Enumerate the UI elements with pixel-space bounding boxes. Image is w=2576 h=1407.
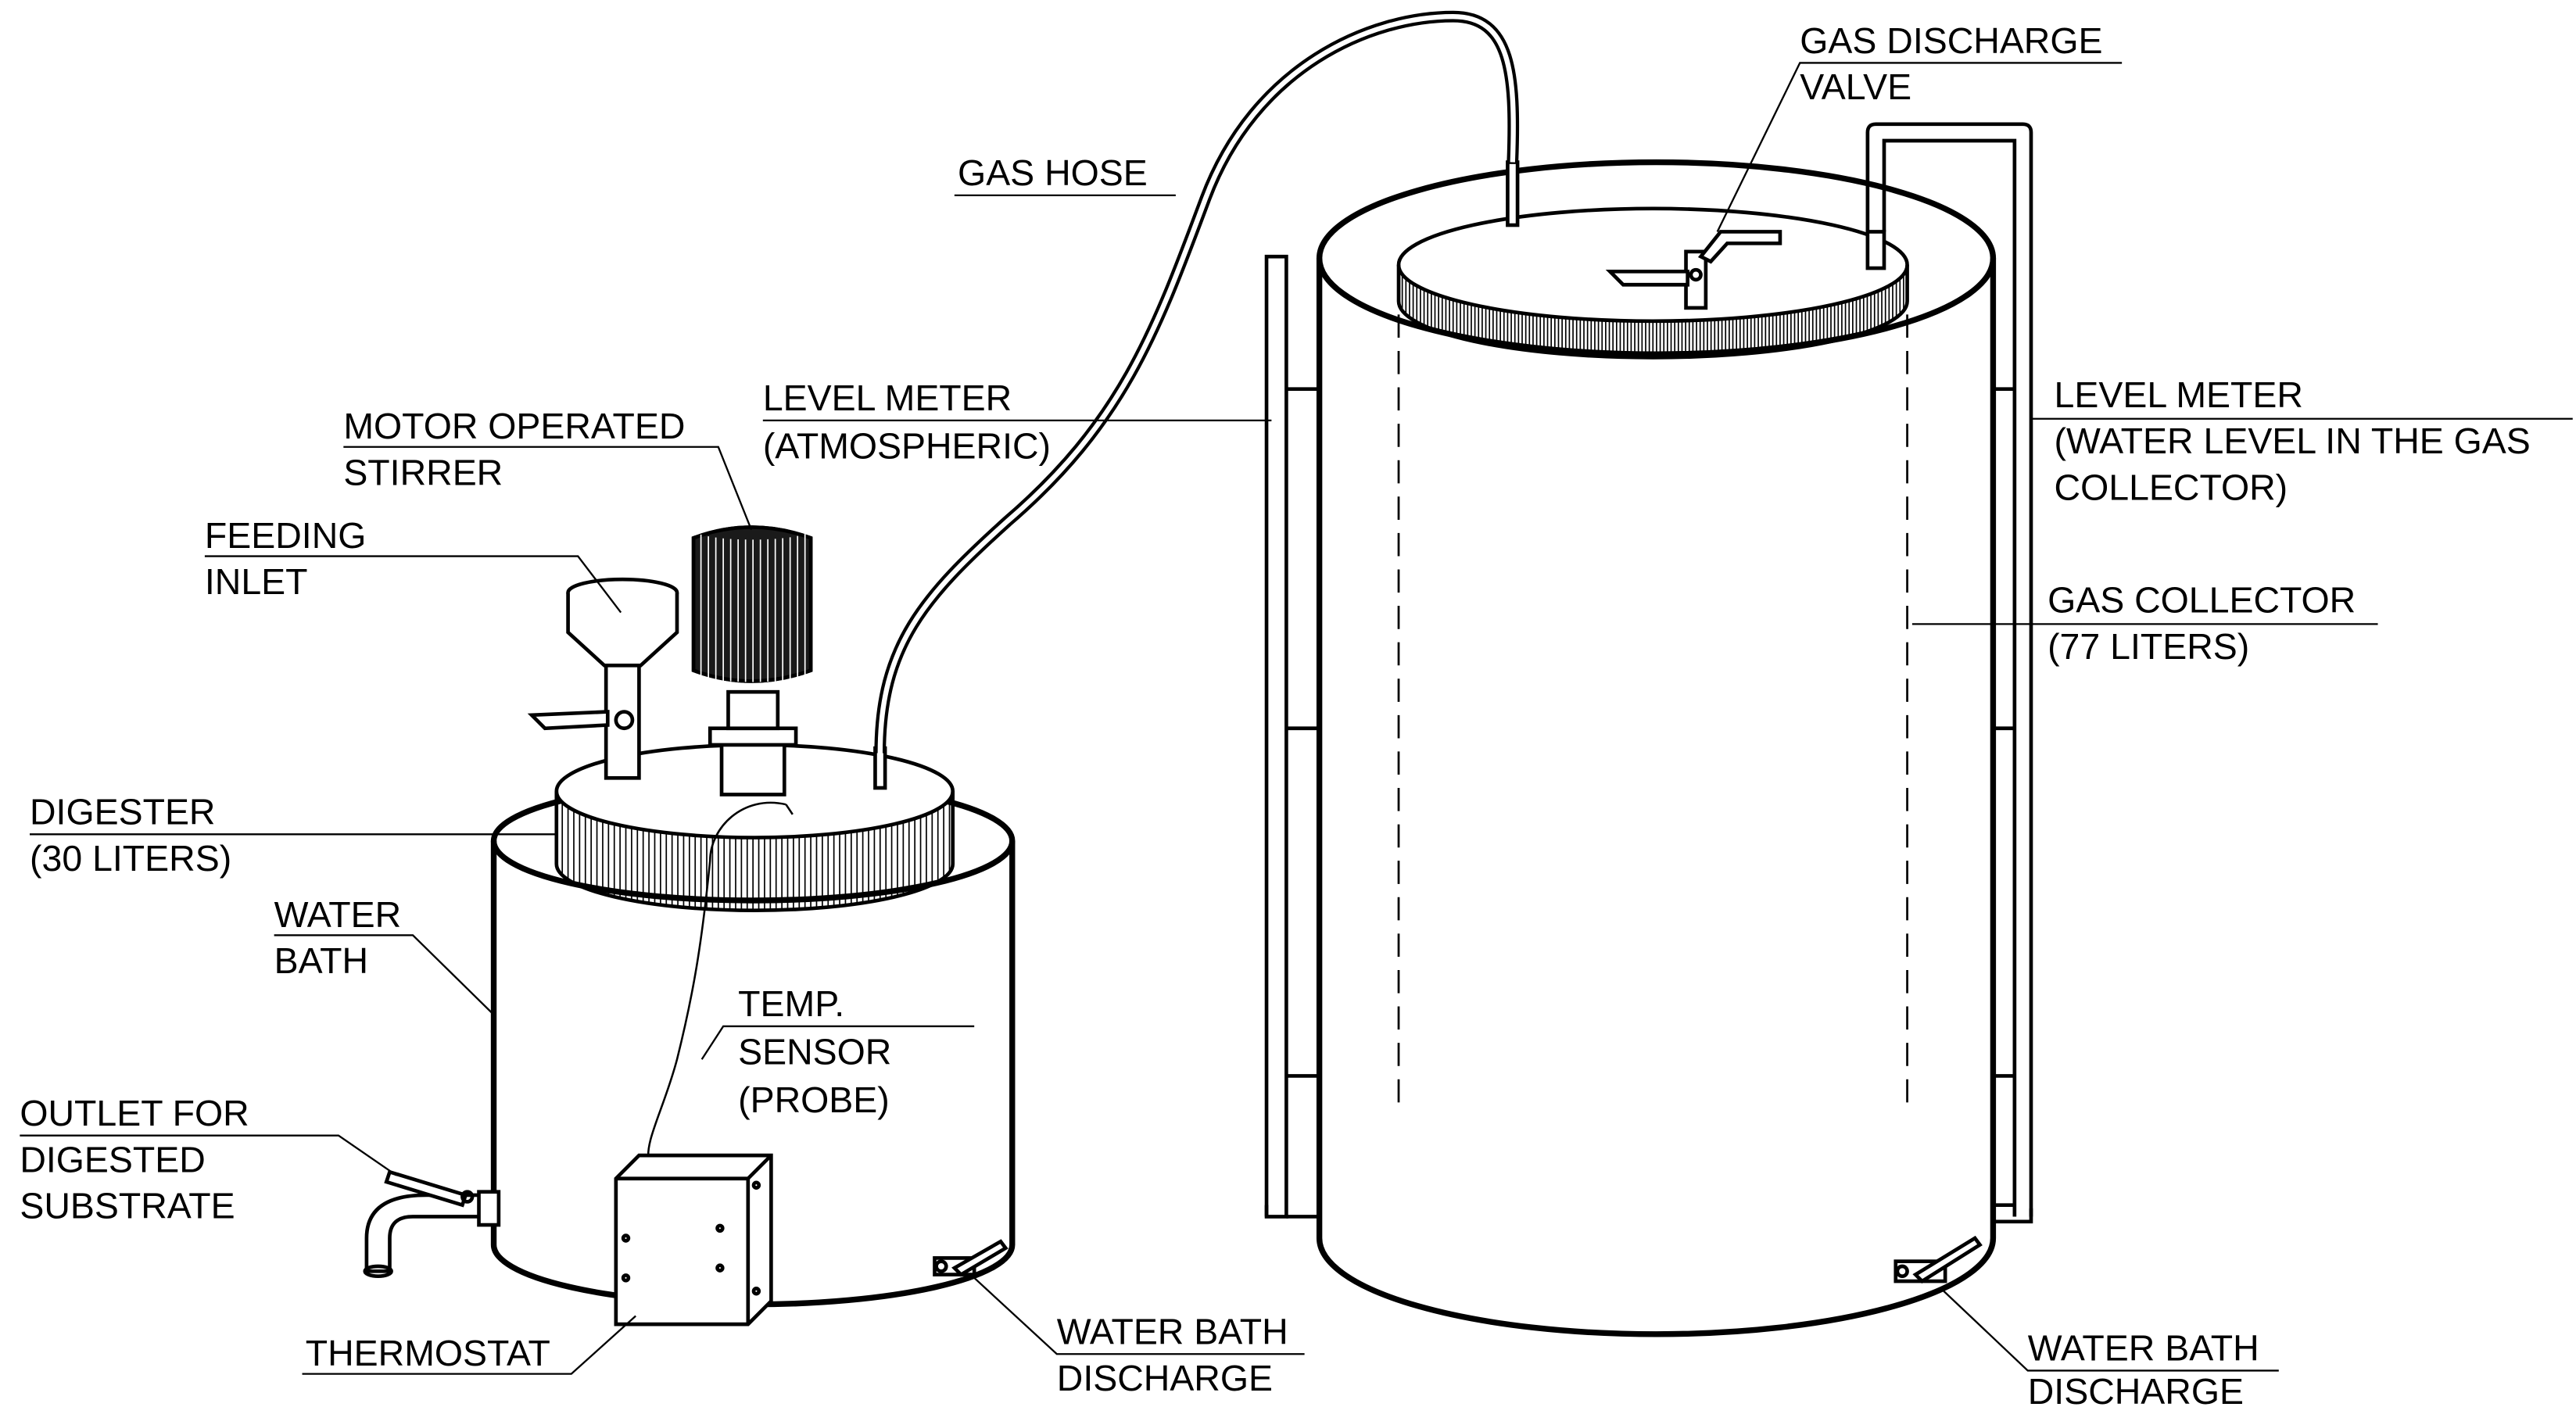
labels: GAS DISCHARGE VALVE GAS HOSE LEVEL METER…: [20, 20, 2530, 1407]
label-gas-collector-2: (77 LITERS): [2048, 626, 2249, 667]
label-thermostat: THERMOSTAT: [306, 1333, 550, 1373]
label-feeding-inlet-2: INLET: [205, 561, 308, 602]
label-water-bath-1: WATER: [274, 894, 402, 935]
label-gas-discharge-valve-2: VALVE: [1800, 66, 1911, 107]
label-wb-discharge-left-2: DISCHARGE: [1057, 1358, 1273, 1398]
label-gas-collector-1: GAS COLLECTOR: [2048, 579, 2356, 620]
label-level-meter-atm-2: (ATMOSPHERIC): [763, 426, 1051, 467]
label-outlet-3: SUBSTRATE: [20, 1186, 235, 1226]
label-level-meter-water-3: COLLECTOR): [2055, 467, 2288, 507]
water-bath-discharge-valve-right: [1893, 1235, 1983, 1284]
label-level-meter-water-1: LEVEL METER: [2055, 374, 2303, 415]
label-motor-stirrer-1: MOTOR OPERATED: [343, 406, 685, 446]
water-bath-discharge-valve-left: [933, 1239, 1009, 1277]
label-gas-discharge-valve-1: GAS DISCHARGE: [1800, 20, 2102, 61]
motor-stirrer: [691, 525, 813, 797]
collector-ribs: [1401, 274, 1904, 358]
label-digester-1: DIGESTER: [30, 792, 215, 832]
gas-discharge-valve: [1605, 230, 1782, 310]
label-level-meter-atm-1: LEVEL METER: [763, 378, 1012, 418]
gas-collector-tank: [1316, 159, 1997, 1337]
label-motor-stirrer-2: STIRRER: [343, 452, 503, 492]
label-water-bath-2: BATH: [274, 940, 368, 981]
digester-ribs: [561, 800, 951, 911]
level-meter-atmospheric: [1264, 254, 1320, 1219]
label-digester-2: (30 LITERS): [30, 838, 231, 879]
leader-lines: [20, 62, 2573, 1375]
level-meter-water: [1865, 122, 2033, 1224]
label-outlet-2: DIGESTED: [20, 1139, 205, 1180]
label-wb-discharge-right-1: WATER BATH: [2028, 1328, 2259, 1369]
label-gas-hose: GAS HOSE: [958, 152, 1148, 193]
label-temp-sensor-2: SENSOR: [738, 1032, 891, 1072]
label-outlet-1: OUTLET FOR: [20, 1093, 249, 1133]
digester-vessel: [554, 743, 955, 913]
thermostat-box: [614, 1153, 773, 1326]
label-temp-sensor-3: (PROBE): [738, 1079, 890, 1120]
label-wb-discharge-left-1: WATER BATH: [1057, 1311, 1288, 1352]
label-wb-discharge-right-2: DISCHARGE: [2028, 1371, 2244, 1407]
label-temp-sensor-1: TEMP.: [738, 983, 844, 1024]
label-level-meter-water-2: (WATER LEVEL IN THE GAS: [2055, 421, 2531, 461]
temp-sensor-probe: [647, 801, 794, 1162]
gas-hose: [874, 10, 1520, 754]
label-feeding-inlet-1: FEEDING: [205, 515, 366, 556]
feeding-inlet-funnel: [527, 577, 679, 780]
outlet-valve: [363, 1169, 501, 1279]
